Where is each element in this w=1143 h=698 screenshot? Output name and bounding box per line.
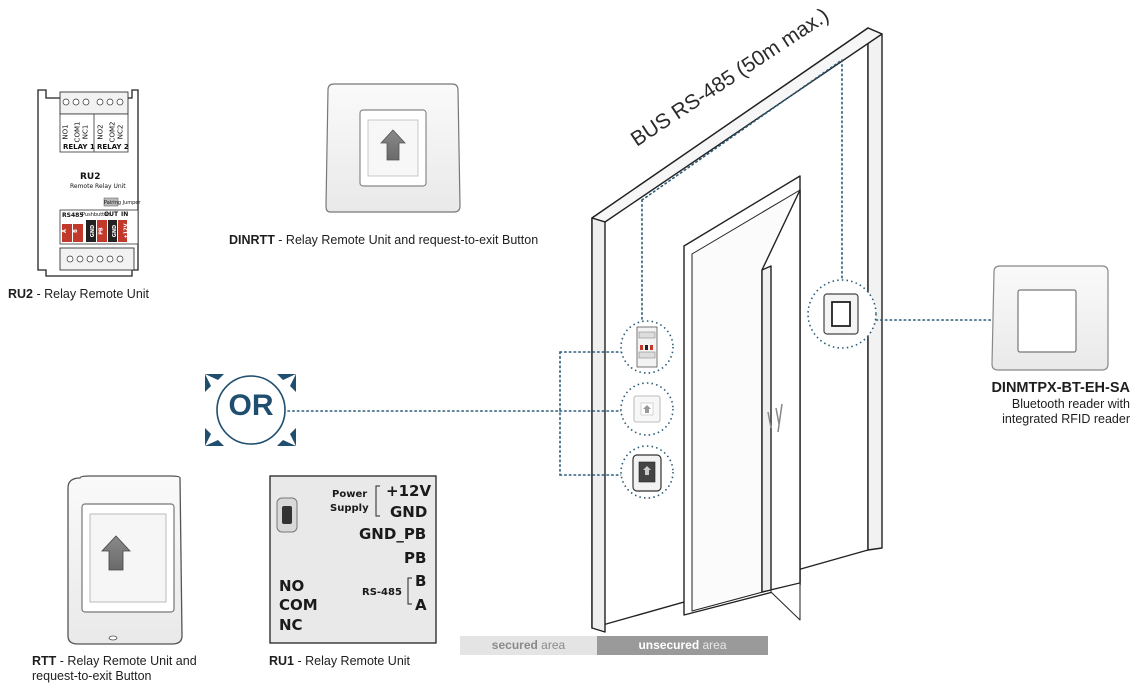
- secured-area-bar: secured area: [460, 636, 597, 655]
- dinmtpx-caption: DINMTPX-BT-EH-SA Bluetooth reader with i…: [960, 380, 1130, 427]
- ru1-caption-desc: - Relay Remote Unit: [294, 654, 411, 668]
- ru2-relay2-label: RELAY 2: [97, 143, 129, 151]
- rtt-caption: RTT - Relay Remote Unit and request-to-e…: [32, 654, 197, 684]
- detail-circle-rtt-small: [620, 382, 674, 436]
- ru1-com-label: COM: [279, 596, 318, 614]
- ru2-pushbutton-label: Pushbutton: [82, 212, 111, 218]
- dinrtt-caption-desc: - Relay Remote Unit and request-to-exit …: [274, 233, 539, 247]
- ru1-rs485-label: RS-485: [362, 587, 402, 598]
- ru2-subtitle: Remote Relay Unit: [70, 183, 126, 190]
- ru1-v12-label: +12V: [386, 482, 432, 500]
- ru1-caption: RU1 - Relay Remote Unit: [269, 654, 410, 669]
- ru1-pb-label: PB: [404, 549, 427, 567]
- ru1-b-label: B: [415, 572, 427, 590]
- ru2-caption-code: RU2: [8, 287, 34, 301]
- detail-circle-rtt-dark: [620, 445, 674, 499]
- ru1-caption-code: RU1: [269, 654, 295, 668]
- dinrtt-button: [325, 83, 461, 213]
- ru2-title: RU2: [80, 172, 101, 182]
- bus-lines: [287, 59, 996, 476]
- dinmtpx-reader: [991, 265, 1109, 371]
- ru1-power-label: Power: [332, 489, 368, 500]
- ru1-gndpb-label: GND_PB: [359, 525, 427, 543]
- dinmtpx-caption-line1: Bluetooth reader with: [1011, 397, 1130, 411]
- or-badge: [205, 374, 296, 446]
- dinmtpx-caption-code: DINMTPX-BT-EH-SA: [991, 380, 1130, 396]
- detail-circle-reader: [807, 279, 877, 349]
- ru1-no-label: NO: [279, 577, 305, 595]
- dinmtpx-caption-line2: integrated RFID reader: [1002, 412, 1130, 426]
- ru2-terminal-no2: NO2: [96, 124, 105, 140]
- ru2-caption: RU2 - Relay Remote Unit: [8, 287, 149, 302]
- rtt-caption-code: RTT: [32, 654, 57, 668]
- ru1-panel: [269, 475, 437, 644]
- ru2-bottom-terminal-3: PB: [98, 227, 105, 235]
- ru2-in-label: IN: [121, 211, 129, 218]
- ru2-terminal-nc2: NC2: [116, 124, 125, 140]
- rtt-button: [67, 475, 183, 645]
- rtt-caption-line1: - Relay Remote Unit and: [56, 654, 197, 668]
- ru2-bottom-terminal-1: B: [72, 229, 79, 233]
- ru2-device: [37, 89, 139, 277]
- ru2-rs485-label: RS485: [62, 212, 84, 219]
- ru1-gnd-label: GND: [390, 503, 428, 521]
- ru2-terminal-nc1: NC1: [81, 124, 90, 140]
- ru2-terminal-com1: COM1: [73, 121, 82, 143]
- ru1-nc-label: NC: [279, 616, 303, 634]
- unsecured-area-word: area: [699, 638, 727, 652]
- detail-circle-ru2: [620, 320, 674, 374]
- rtt-caption-line2: request-to-exit Button: [32, 669, 152, 683]
- ru2-bottom-terminal-4: GND: [112, 224, 119, 238]
- dinrtt-caption-code: DINRTT: [229, 233, 275, 247]
- or-text: OR: [228, 389, 274, 422]
- ru1-supply-label: Supply: [330, 503, 369, 514]
- ru2-caption-desc: - Relay Remote Unit: [33, 287, 150, 301]
- secured-area-word: area: [537, 638, 566, 652]
- ru2-terminal-no1: NO1: [61, 124, 70, 140]
- ru2-out-label: OUT: [104, 211, 119, 218]
- ru1-a-label: A: [415, 596, 427, 614]
- ru2-terminal-com2: COM2: [108, 121, 117, 143]
- secured-area-key: secured: [491, 638, 538, 652]
- ru2-relay1-label: RELAY 1: [63, 143, 95, 151]
- door-handle: [767, 403, 783, 433]
- unsecured-area-key: unsecured: [638, 638, 700, 652]
- unsecured-area-bar: unsecured area: [597, 636, 768, 655]
- ru2-bottom-terminal-0: A: [61, 229, 68, 233]
- ru2-bottom-terminal-2: GND: [90, 224, 97, 238]
- dinrtt-caption: DINRTT - Relay Remote Unit and request-t…: [229, 233, 538, 248]
- ru2-pairing-label: Pairing Jumper: [104, 200, 141, 206]
- ru2-bottom-terminal-5: +12V: [123, 223, 130, 239]
